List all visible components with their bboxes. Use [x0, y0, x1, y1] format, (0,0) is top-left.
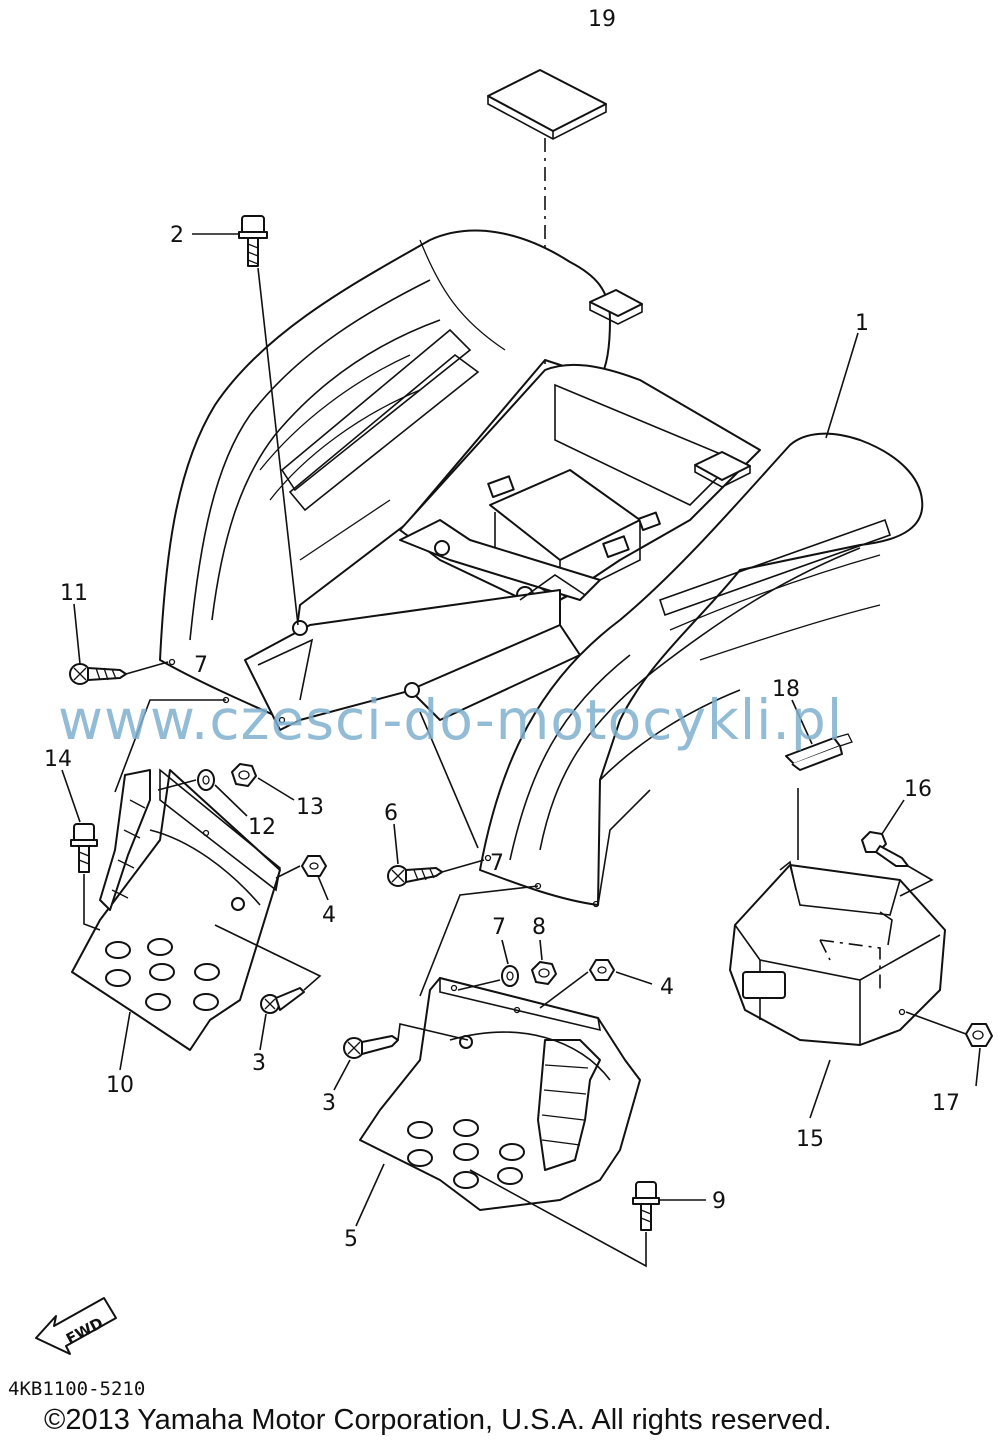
callout-3-right: 3: [322, 1091, 336, 1116]
nut-13: [231, 763, 257, 787]
screw-16: [861, 831, 909, 867]
callout-14: 14: [44, 747, 72, 772]
screw-3-right: [343, 1035, 399, 1059]
bolt-14: [70, 823, 98, 873]
flange-nut-4-right: [589, 959, 615, 981]
footpeg-cleats: [105, 938, 220, 1011]
nut-17: [965, 1023, 993, 1047]
callout-3-left: 3: [252, 1051, 266, 1076]
callout-15: 15: [796, 1127, 824, 1152]
callout-19: 19: [588, 7, 616, 32]
screw-11: [69, 663, 127, 685]
callout-1: 1: [855, 311, 869, 336]
callout-17: 17: [932, 1091, 960, 1116]
callout-8: 8: [532, 915, 546, 940]
screw-6: [387, 865, 443, 887]
callout-18: 18: [772, 677, 800, 702]
right-footwell-5: [359, 976, 641, 1211]
callout-2: 2: [170, 223, 184, 248]
fwd-arrow-icon: FWD: [35, 1297, 117, 1355]
copyright-notice: ©2013 Yamaha Motor Corporation, U.S.A. A…: [44, 1404, 832, 1436]
callout-7-right-mark: 7: [490, 851, 504, 876]
callout-9: 9: [712, 1189, 726, 1214]
callout-7: 7: [492, 915, 506, 940]
tool-box-15: [729, 860, 946, 1046]
callout-4-left: 4: [322, 903, 336, 928]
washer-7: [501, 965, 519, 987]
callout-numbers: 19 2 1 11 7 18 14 16 13 6 12 7 4 7 8 4 3…: [44, 7, 960, 1252]
bolt-2: [238, 215, 268, 267]
label-plate-19: [487, 69, 607, 140]
screw-3-left: [260, 987, 305, 1014]
callout-10: 10: [106, 1073, 134, 1098]
bolt-9: [632, 1181, 660, 1231]
callout-12: 12: [248, 815, 276, 840]
washer-12: [197, 769, 215, 791]
left-footwell-10: [71, 768, 281, 1051]
callout-16: 16: [904, 777, 932, 802]
callout-11: 11: [60, 581, 88, 606]
nut-8: [531, 961, 557, 985]
flange-nut-4-left: [301, 855, 327, 877]
callout-13: 13: [296, 795, 324, 820]
callout-5: 5: [344, 1227, 358, 1252]
clip-18: [785, 733, 853, 771]
callout-7-left-mark: 7: [194, 653, 208, 678]
rear-fender-1: [159, 229, 924, 908]
footpeg-cleats-right: [407, 1119, 525, 1189]
watermark: www.czesci-do-motocykli.pl: [58, 688, 844, 752]
catalog-code: 4KB1100-5210: [8, 1378, 146, 1400]
callout-6: 6: [384, 801, 398, 826]
callout-4-right: 4: [660, 975, 674, 1000]
